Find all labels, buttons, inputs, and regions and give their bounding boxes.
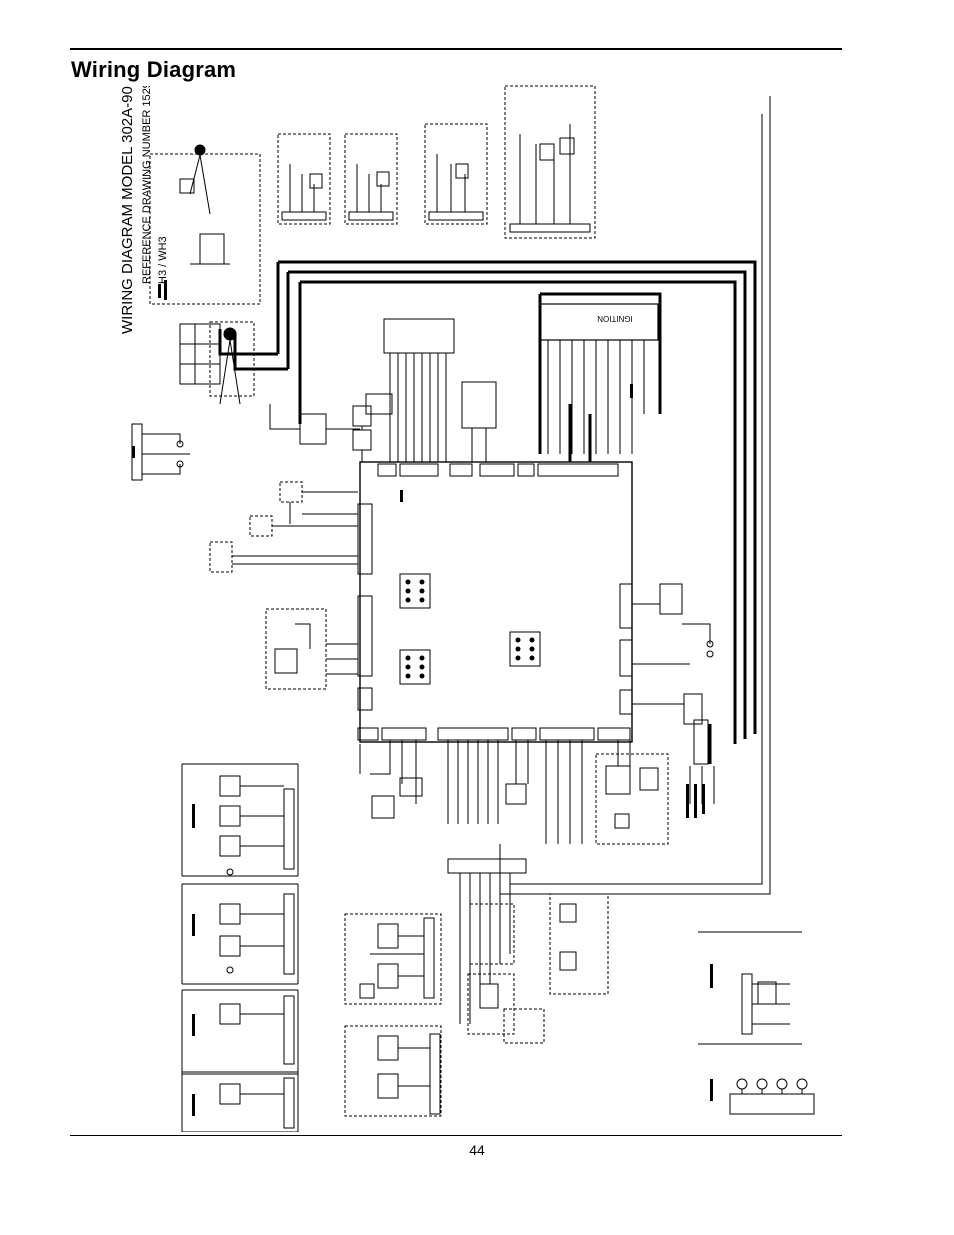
- board-connector-bottom-4: [511, 727, 537, 741]
- pump-option-box-2: [209, 321, 255, 397]
- bottom-rule: [70, 1135, 842, 1136]
- flow-switch-relay: [299, 413, 327, 445]
- pool-option-box-3: [467, 973, 515, 1035]
- blower-option-box: [595, 753, 669, 845]
- insert-4: [181, 1071, 299, 1132]
- board-connector-bottom-5: [539, 727, 595, 741]
- wiring-diagram: IGNITION: [70, 84, 842, 1132]
- gas-valve-strip-1: [423, 917, 435, 999]
- board-connector-bottom-1: [357, 727, 379, 741]
- insert-2: [181, 883, 299, 985]
- relay-top-left-2: [249, 515, 273, 537]
- board-connector-left-2: [357, 595, 373, 677]
- board-connector-bottom-2: [381, 727, 427, 741]
- insert-1: [181, 763, 299, 877]
- board-connector-j5: [517, 463, 535, 477]
- board-connector-left-1: [357, 503, 373, 575]
- insert-3: [181, 989, 299, 1075]
- relay-top-left-1: [279, 481, 303, 503]
- board-connector-right-3: [619, 689, 633, 715]
- pump-table: [179, 323, 221, 385]
- sensor-block: [461, 381, 497, 429]
- stage-relay-block-2: [344, 1025, 442, 1117]
- ignition-wires: [547, 340, 645, 454]
- power-terminal: [693, 719, 709, 765]
- board-connector-left-3: [357, 687, 373, 711]
- board-connector-bottom-6: [597, 727, 631, 741]
- page-title: Wiring Diagram: [71, 57, 237, 82]
- dip-switch-2: [399, 649, 431, 685]
- pool-stage-circles: [736, 1078, 808, 1090]
- board-connector-j6: [537, 463, 619, 477]
- dip-switch-dots: [405, 579, 535, 679]
- stage-relay-block-1: [344, 913, 442, 1005]
- board-connector-j2: [399, 463, 439, 477]
- transformer-box: [659, 583, 683, 615]
- board-connector-bottom-3: [437, 727, 509, 741]
- board-connector-right-2: [619, 639, 633, 677]
- board-connector-j3: [449, 463, 473, 477]
- board-connector-j1: [377, 463, 397, 477]
- diagram-header-line2: REFERENCE DRAWING NUMBER 152919: [141, 86, 153, 284]
- option-box-safety-4: [504, 85, 596, 239]
- ignition-module: [539, 303, 659, 341]
- gas-valve-strip-2: [429, 1033, 441, 1115]
- top-rule: [70, 48, 842, 50]
- control-board: [359, 461, 633, 743]
- pool-option-box-1: [469, 903, 515, 965]
- controller-terminal-strip: [741, 973, 753, 1035]
- dip-switch-1: [399, 573, 431, 609]
- insert-gas-valve-strips: [283, 788, 295, 1129]
- insert-relays: [219, 775, 241, 1105]
- universal-connector: [383, 318, 455, 354]
- pool-harness-connector: [447, 858, 527, 874]
- board-connector-j4: [479, 463, 515, 477]
- wiring-diagram-svg: IGNITION: [131, 85, 815, 1132]
- ignition-label: IGNITION: [597, 314, 633, 323]
- stage-relay-box: [265, 608, 327, 690]
- top-box-wires: [289, 124, 571, 224]
- relay-top-left-3: [209, 541, 233, 573]
- pool-option-box-2: [549, 893, 609, 995]
- option-box-safety-3: [424, 123, 488, 225]
- fine-print-blocks: [132, 280, 713, 1116]
- diagram-header: WIRING DIAGRAM MODEL 302A-902A REFERENCE…: [110, 68, 190, 336]
- pool-option-box-4: [503, 1008, 545, 1044]
- diagram-header-line3: H3 / WH3: [157, 236, 169, 284]
- board-connector-right-1: [619, 583, 633, 629]
- diagram-header-line1: WIRING DIAGRAM MODEL 302A-902A: [119, 86, 136, 334]
- page-number: 44: [469, 1142, 485, 1158]
- dip-switch-3: [509, 631, 541, 667]
- option-box-safety-2: [344, 133, 398, 225]
- option-box-pump: [149, 153, 261, 305]
- option-box-safety-1: [277, 133, 331, 225]
